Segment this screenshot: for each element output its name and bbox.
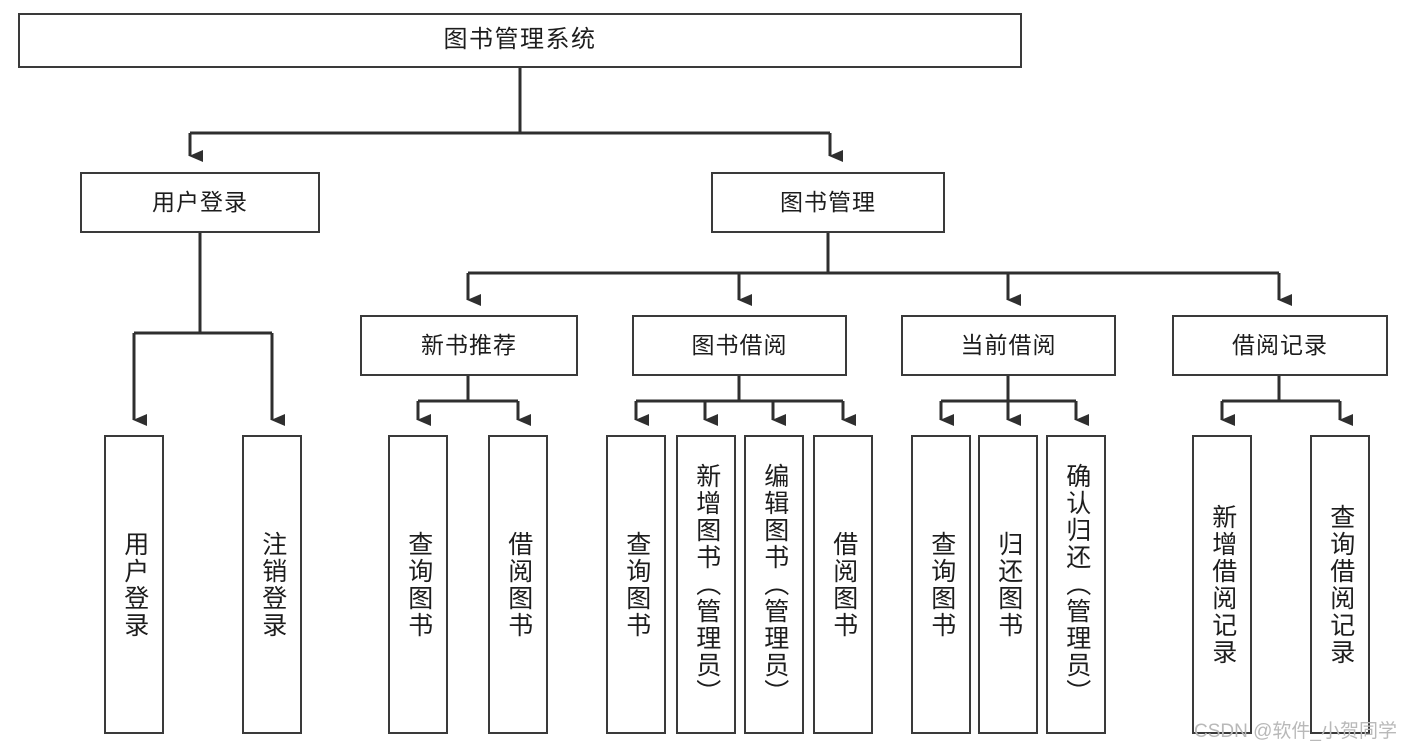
leaf-edit-book[interactable]: 编辑图书（管理员） <box>744 435 804 734</box>
leaf-return-book[interactable]: 归还图书 <box>978 435 1038 734</box>
node-label: 借阅图书 <box>829 530 858 639</box>
node-label: 借阅记录 <box>1232 331 1328 358</box>
leaf-user-login[interactable]: 用户登录 <box>104 435 164 734</box>
leaf-query-borrow-record[interactable]: 查询借阅记录 <box>1310 435 1370 734</box>
node-label: 当前借阅 <box>960 331 1057 358</box>
watermark-text: CSDN @软件_小贺同学 <box>1194 721 1397 742</box>
node-root-system[interactable]: 图书管理系统 <box>18 13 1022 68</box>
node-label: 查询借阅记录 <box>1326 503 1355 666</box>
node-label: 查询图书 <box>404 530 433 639</box>
node-label: 新增图书（管理员） <box>692 463 721 706</box>
node-label: 用户登录 <box>120 530 149 639</box>
node-label: 图书借阅 <box>691 331 788 358</box>
leaf-borrow-book-recommend[interactable]: 借阅图书 <box>488 435 548 734</box>
leaf-borrow-book[interactable]: 借阅图书 <box>813 435 873 734</box>
node-new-book-recommend[interactable]: 新书推荐 <box>360 315 578 376</box>
node-book-borrow[interactable]: 图书借阅 <box>632 315 847 376</box>
node-label: 编辑图书（管理员） <box>760 463 789 706</box>
node-borrow-record[interactable]: 借阅记录 <box>1172 315 1388 376</box>
node-user-login[interactable]: 用户登录 <box>80 172 320 233</box>
node-label: 借阅图书 <box>504 530 533 639</box>
leaf-add-borrow-record[interactable]: 新增借阅记录 <box>1192 435 1252 734</box>
node-label: 查询图书 <box>622 530 651 639</box>
node-label: 查询图书 <box>927 530 956 639</box>
leaf-confirm-return[interactable]: 确认归还（管理员） <box>1046 435 1106 734</box>
node-label: 用户登录 <box>152 188 248 215</box>
leaf-user-logout[interactable]: 注销登录 <box>242 435 302 734</box>
node-label: 图书管理 <box>780 188 876 215</box>
node-label: 新书推荐 <box>421 331 517 358</box>
leaf-query-book-borrow[interactable]: 查询图书 <box>606 435 666 734</box>
leaf-query-book-recommend[interactable]: 查询图书 <box>388 435 448 734</box>
leaf-add-book[interactable]: 新增图书（管理员） <box>676 435 736 734</box>
node-label: 归还图书 <box>994 530 1023 639</box>
node-book-management[interactable]: 图书管理 <box>711 172 945 233</box>
node-label: 确认归还（管理员） <box>1062 463 1091 706</box>
node-label: 图书管理系统 <box>443 26 597 54</box>
node-label: 注销登录 <box>258 530 287 639</box>
node-label: 新增借阅记录 <box>1208 503 1237 666</box>
leaf-query-book-current[interactable]: 查询图书 <box>911 435 971 734</box>
node-current-borrow[interactable]: 当前借阅 <box>901 315 1116 376</box>
